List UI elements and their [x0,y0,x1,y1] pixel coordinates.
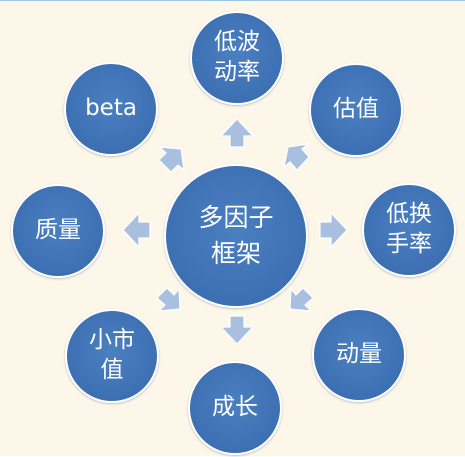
node-low-volatility-label: 低波 动率 [214,29,260,85]
node-valuation: 估值 [309,63,403,157]
node-quality-label: 质量 [35,217,81,244]
node-small-cap: 小市 值 [65,309,159,403]
arrow-down-left [156,287,181,312]
node-valuation-label: 估值 [333,96,379,123]
arrow-left [122,211,151,249]
center-node-multifactor-framework: 多因子 框架 [164,164,308,308]
arrow-up-left [158,146,185,173]
node-growth-label: 成长 [212,394,258,421]
arrow-up [219,118,255,148]
node-growth: 成长 [188,361,282,455]
node-beta: beta [64,62,158,156]
node-beta-label: beta [85,95,137,122]
node-low-turnover-label: 低换 手率 [386,201,432,257]
center-node-label: 多因子 框架 [198,202,274,268]
arrow-right [319,211,348,249]
node-low-volatility: 低波 动率 [190,11,284,105]
node-momentum-label: 动量 [336,341,382,368]
arrow-down [219,315,255,345]
node-momentum: 动量 [312,308,406,402]
node-low-turnover: 低换 手率 [362,183,456,277]
arrow-down-right [289,287,314,312]
node-quality: 质量 [11,184,105,278]
node-small-cap-label: 小市 值 [89,327,135,383]
arrow-up-right [283,143,311,171]
